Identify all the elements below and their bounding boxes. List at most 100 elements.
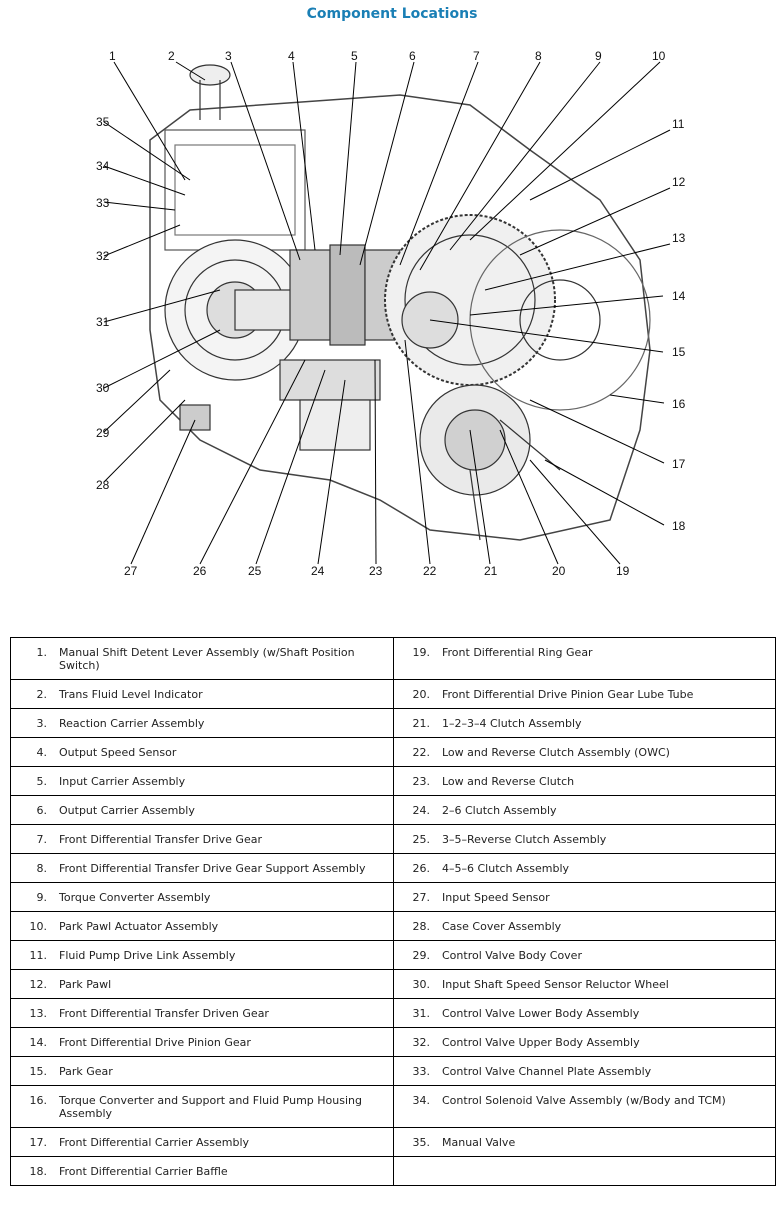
legend-cell: 16. Torque Converter and Support and Flui… xyxy=(10,1085,394,1128)
legend-item-number: 27. xyxy=(412,891,431,904)
legend-item-number: 35. xyxy=(412,1136,431,1149)
legend-cell: 18. Front Differential Carrier Baffle xyxy=(10,1156,394,1186)
callout-22: 22 xyxy=(423,564,437,578)
callout-33: 33 xyxy=(96,196,110,210)
legend-item-label: 3–5–Reverse Clutch Assembly xyxy=(442,833,607,846)
legend-item-number: 16. xyxy=(29,1094,48,1107)
legend-item-label: Trans Fluid Level Indicator xyxy=(59,688,203,701)
legend-item-label: Park Pawl xyxy=(59,978,112,991)
transmission-exploded-diagram: 1 2 3 4 5 6 7 8 9 10 11 12 13 14 15 16 1… xyxy=(96,49,686,578)
callout-8: 8 xyxy=(535,49,542,63)
legend-row: 16. Torque Converter and Support and Flui… xyxy=(10,1085,776,1128)
legend-cell: 10. Park Pawl Actuator Assembly xyxy=(10,911,394,941)
legend-item-label: 2–6 Clutch Assembly xyxy=(442,804,557,817)
legend-cell: 15.Park Gear xyxy=(10,1056,394,1086)
legend-cell: 5.Input Carrier Assembly xyxy=(10,766,394,796)
legend-cell: 12. Park Pawl xyxy=(10,969,394,999)
legend-item-number: 8. xyxy=(36,862,48,875)
legend-cell: 21.1–2–3–4 Clutch Assembly xyxy=(393,708,776,738)
callout-19: 19 xyxy=(616,564,630,578)
legend-cell: 14. Front Differential Drive Pinion Gear xyxy=(10,1027,394,1057)
legend-cell: 28. Case Cover Assembly xyxy=(393,911,776,941)
legend-cell: 3. Reaction Carrier Assembly xyxy=(10,708,394,738)
legend-item-number: 14. xyxy=(29,1036,48,1049)
legend-item-label: Output Speed Sensor xyxy=(59,746,177,759)
legend-item-label: Front Differential Transfer Driven Gear xyxy=(59,1007,269,1020)
legend-item-label: Input Carrier Assembly xyxy=(59,775,186,788)
callout-24: 24 xyxy=(311,564,325,578)
callout-17: 17 xyxy=(672,457,686,471)
legend-item-label: Low and Reverse Clutch Assembly (OWC) xyxy=(442,746,670,759)
legend-cell: 25.3–5–Reverse Clutch Assembly xyxy=(393,824,776,854)
legend-item-label: Control Valve Upper Body Assembly xyxy=(442,1036,640,1049)
legend-item-label: Output Carrier Assembly xyxy=(59,804,195,817)
legend-item-label: Park Pawl Actuator Assembly xyxy=(59,920,219,933)
callout-32: 32 xyxy=(96,249,110,263)
legend-item-label: Control Valve Lower Body Assembly xyxy=(442,1007,640,1020)
callout-2: 2 xyxy=(168,49,175,63)
legend-cell: 13. Front Differential Transfer Driven Ge… xyxy=(10,998,394,1028)
legend-item-label: Control Valve Channel Plate Assembly xyxy=(442,1065,652,1078)
legend-item-number: 11. xyxy=(29,949,48,962)
legend-item-label: Torque Converter and Support and Fluid P… xyxy=(59,1094,362,1120)
legend-cell: 35.Manual Valve xyxy=(393,1127,776,1157)
callout-18: 18 xyxy=(672,519,686,533)
legend-item-number: 26. xyxy=(412,862,431,875)
legend-item-label: Low and Reverse Clutch xyxy=(442,775,575,788)
legend-item-number: 6. xyxy=(36,804,48,817)
legend-cell: 23.Low and Reverse Clutch xyxy=(393,766,776,796)
callout-6: 6 xyxy=(409,49,416,63)
legend-cell: 19.Front Differential Ring Gear xyxy=(393,637,776,680)
legend-item-number: 33. xyxy=(412,1065,431,1078)
legend-row: 15.Park Gear 33. Control Valve Channel Pla… xyxy=(10,1056,776,1086)
callout-31: 31 xyxy=(96,315,110,329)
legend-item-number: 28. xyxy=(412,920,431,933)
legend-row: 7.Front Differential Transfer Drive Gear… xyxy=(10,824,776,854)
legend-item-number: 1. xyxy=(36,646,48,659)
callout-13: 13 xyxy=(672,231,686,245)
legend-item-label: Front Differential Carrier Assembly xyxy=(59,1136,250,1149)
legend-cell xyxy=(393,1156,776,1186)
legend-item-label: Front Differential Drive Pinion Gear xyxy=(59,1036,251,1049)
callout-7: 7 xyxy=(473,49,480,63)
legend-cell: 17. Front Differential Carrier Assembly xyxy=(10,1127,394,1157)
callout-leader-lines xyxy=(103,61,671,565)
legend-cell: 4.Output Speed Sensor xyxy=(10,737,394,767)
component-legend-table: 1.Manual Shift Detent Lever Assembly (w/… xyxy=(10,637,776,1186)
callout-27: 27 xyxy=(124,564,138,578)
legend-row: 8.Front Differential Transfer Drive Gear… xyxy=(10,853,776,883)
callout-3: 3 xyxy=(225,49,232,63)
legend-cell: 2.Trans Fluid Level Indicator xyxy=(10,679,394,709)
legend-item-label: Case Cover Assembly xyxy=(442,920,562,933)
legend-item-number: 12. xyxy=(29,978,48,991)
legend-item-number: 22. xyxy=(412,746,431,759)
callout-11: 11 xyxy=(672,117,685,131)
legend-item-label: Front Differential Carrier Baffle xyxy=(59,1165,228,1178)
legend-row: 18. Front Differential Carrier Baffle xyxy=(10,1156,776,1186)
legend-item-label: Front Differential Ring Gear xyxy=(442,646,593,659)
callout-10: 10 xyxy=(652,49,666,63)
callout-12: 12 xyxy=(672,175,686,189)
legend-item-number: 18. xyxy=(29,1165,48,1178)
legend-item-label: Control Solenoid Valve Assembly (w/Body … xyxy=(442,1094,726,1107)
legend-item-number: 31. xyxy=(412,1007,431,1020)
legend-item-label: Front Differential Transfer Drive Gear xyxy=(59,833,262,846)
callout-25: 25 xyxy=(248,564,262,578)
callout-30: 30 xyxy=(96,381,110,395)
legend-cell: 24.2–6 Clutch Assembly xyxy=(393,795,776,825)
legend-item-number: 10. xyxy=(29,920,48,933)
legend-row: 10. Park Pawl Actuator Assembly 28. Case Co… xyxy=(10,911,776,941)
legend-item-number: 3. xyxy=(36,717,48,730)
legend-item-label: 1–2–3–4 Clutch Assembly xyxy=(442,717,582,730)
callout-20: 20 xyxy=(552,564,566,578)
callout-23: 23 xyxy=(369,564,383,578)
legend-item-number: 13. xyxy=(29,1007,48,1020)
callout-4: 4 xyxy=(288,49,295,63)
legend-item-label: Reaction Carrier Assembly xyxy=(59,717,205,730)
legend-item-number: 30. xyxy=(412,978,431,991)
legend-item-label: Input Speed Sensor xyxy=(442,891,550,904)
legend-item-number: 17. xyxy=(29,1136,48,1149)
